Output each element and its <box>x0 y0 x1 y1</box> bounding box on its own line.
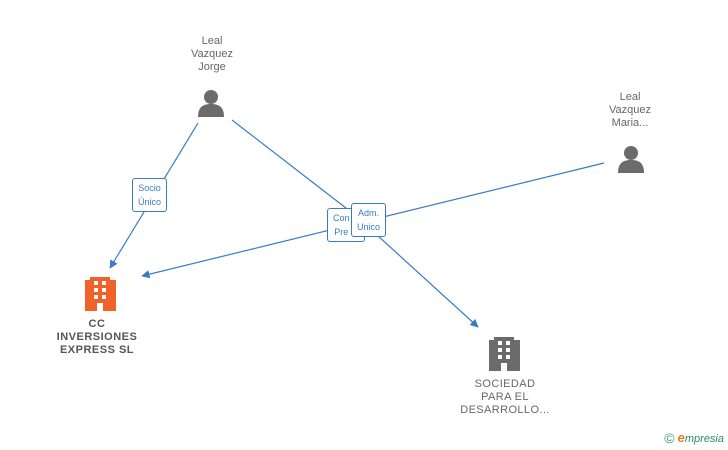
person-icon[interactable] <box>198 90 224 117</box>
brand-initial: e <box>677 430 685 445</box>
node-label-leal-jorge[interactable]: Leal Vazquez Jorge <box>191 35 233 73</box>
node-label-leal-maria[interactable]: Leal Vazquez Maria... <box>609 91 651 129</box>
edge-label-adm-unico[interactable]: Adm. Unico <box>351 203 387 237</box>
node-label-cc-inversiones[interactable]: CC INVERSIONES EXPRESS SL <box>56 318 138 356</box>
edge-label-socio-unico[interactable]: Socio Único <box>132 178 168 212</box>
brand-name: mpresia <box>684 433 724 445</box>
person-icon[interactable] <box>618 146 644 173</box>
building-icon[interactable] <box>85 277 116 311</box>
node-label-sociedad[interactable]: SOCIEDAD PARA EL DESARROLLO... <box>460 378 550 416</box>
building-icon[interactable] <box>489 337 520 371</box>
copyright-symbol: © <box>664 430 675 446</box>
empresia-logo: © empresia <box>664 430 724 446</box>
